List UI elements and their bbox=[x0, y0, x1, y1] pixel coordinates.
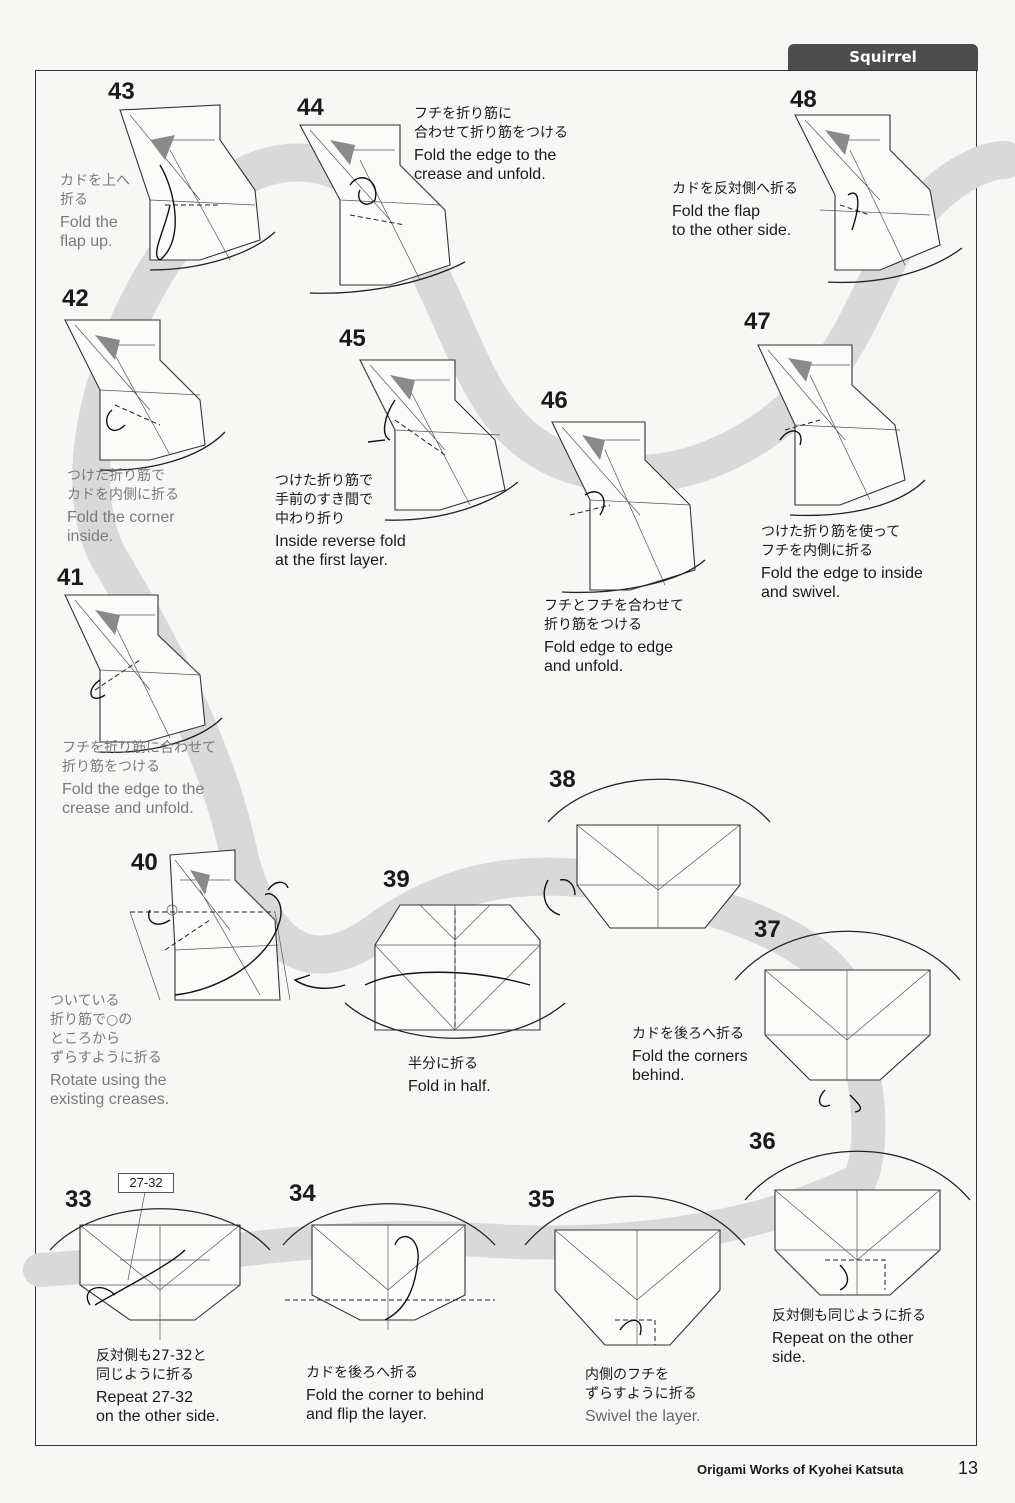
caption-35: 内側のフチを ずらすように折る Swivel the layer. bbox=[585, 1366, 755, 1426]
caption-46-jp: フチとフチを合わせて 折り筋をつける bbox=[544, 598, 684, 633]
caption-45: つけた折り筋で 手前のすき間で 中わり折り Inside reverse fol… bbox=[275, 472, 475, 570]
caption-33-en: Repeat 27-32 on the other side. bbox=[96, 1389, 220, 1425]
chapter-tab: Squirrel bbox=[788, 44, 978, 71]
caption-43-en: Fold the flap up. bbox=[60, 214, 118, 250]
diagram-step-34 bbox=[282, 1203, 496, 1330]
step-reference-box: 27-32 bbox=[118, 1173, 174, 1193]
caption-44: フチを折り筋に 合わせて折り筋をつける Fold the edge to the… bbox=[414, 105, 634, 184]
diagram-step-33 bbox=[49, 1191, 271, 1340]
caption-41-en: Fold the edge to the crease and unfold. bbox=[62, 781, 205, 817]
step-number-38: 38 bbox=[549, 766, 576, 793]
caption-39-jp: 半分に折る bbox=[408, 1056, 478, 1072]
caption-37-jp: カドを後ろへ折る bbox=[632, 1026, 744, 1042]
step-number-41: 41 bbox=[57, 564, 84, 591]
step-number-35: 35 bbox=[528, 1186, 555, 1213]
caption-34-jp: カドを後ろへ折る bbox=[306, 1365, 418, 1381]
caption-47-en: Fold the edge to inside and swivel. bbox=[761, 565, 923, 601]
caption-40-jp: ついている 折り筋で○の ところから ずらすように折る bbox=[50, 993, 162, 1066]
caption-48: カドを反対側へ折る Fold the flap to the other sid… bbox=[672, 180, 842, 240]
step-number-33: 33 bbox=[65, 1186, 92, 1213]
page-frame bbox=[35, 70, 977, 1446]
caption-45-jp: つけた折り筋で 手前のすき間で 中わり折り bbox=[275, 473, 373, 527]
caption-41-jp: フチを折り筋に合わせて 折り筋をつける bbox=[62, 740, 216, 775]
diagram-step-35 bbox=[524, 1195, 746, 1346]
step-number-36: 36 bbox=[749, 1128, 776, 1155]
diagram-step-48 bbox=[794, 114, 963, 284]
caption-34-en: Fold the corner to behind and flip the l… bbox=[306, 1387, 484, 1423]
caption-40: ついている 折り筋で○の ところから ずらすように折る Rotate using… bbox=[50, 992, 230, 1109]
diagram-step-39 bbox=[293, 904, 566, 1039]
step-number-40: 40 bbox=[131, 849, 158, 876]
diagram-step-44 bbox=[299, 124, 466, 294]
diagram-step-41 bbox=[64, 594, 223, 754]
step-number-43: 43 bbox=[108, 78, 135, 105]
diagram-step-38 bbox=[543, 778, 771, 929]
caption-43: カドを上へ 折る Fold the flap up. bbox=[60, 172, 170, 251]
caption-33: 反対側も27-32と 同じように折る Repeat 27-32 on the o… bbox=[96, 1347, 296, 1426]
diagram-step-36 bbox=[744, 1150, 971, 1296]
caption-46-en: Fold edge to edge and unfold. bbox=[544, 639, 673, 675]
step-number-45: 45 bbox=[339, 325, 366, 352]
caption-42-en: Fold the corner inside. bbox=[67, 509, 175, 545]
step-number-39: 39 bbox=[383, 866, 410, 893]
caption-36: 反対側も同じように折る Repeat on the other side. bbox=[772, 1307, 972, 1367]
caption-45-en: Inside reverse fold at the first layer. bbox=[275, 533, 406, 569]
book-title-footer: Origami Works of Kyohei Katsuta bbox=[697, 1462, 904, 1477]
step-number-37: 37 bbox=[754, 916, 781, 943]
caption-41: フチを折り筋に合わせて 折り筋をつける Fold the edge to the… bbox=[62, 739, 262, 818]
diagram-step-46 bbox=[551, 421, 706, 594]
diagram-step-42 bbox=[64, 319, 226, 471]
caption-36-en: Repeat on the other side. bbox=[772, 1330, 914, 1366]
caption-40-en: Rotate using the existing creases. bbox=[50, 1072, 170, 1108]
page-number: 13 bbox=[958, 1458, 979, 1478]
diagram-step-45 bbox=[359, 359, 519, 521]
caption-35-en: Swivel the layer. bbox=[585, 1408, 701, 1425]
caption-47-jp: つけた折り筋を使って フチを内側に折る bbox=[761, 524, 901, 559]
caption-44-en: Fold the edge to the crease and unfold. bbox=[414, 147, 557, 183]
caption-34: カドを後ろへ折る Fold the corner to behind and f… bbox=[306, 1364, 536, 1424]
caption-43-jp: カドを上へ 折る bbox=[60, 173, 130, 208]
caption-42: つけた折り筋で カドを内側に折る Fold the corner inside. bbox=[67, 467, 237, 546]
caption-39-en: Fold in half. bbox=[408, 1078, 491, 1095]
caption-37-en: Fold the corners behind. bbox=[632, 1048, 748, 1084]
caption-33-jp: 反対側も27-32と 同じように折る bbox=[96, 1348, 207, 1383]
diagram-step-43 bbox=[119, 104, 276, 271]
step-number-34: 34 bbox=[289, 1180, 316, 1207]
step-number-46: 46 bbox=[541, 387, 568, 414]
step-number-47: 47 bbox=[744, 308, 771, 335]
caption-36-jp: 反対側も同じように折る bbox=[772, 1308, 926, 1324]
caption-48-en: Fold the flap to the other side. bbox=[672, 203, 792, 239]
caption-46: フチとフチを合わせて 折り筋をつける Fold edge to edge and… bbox=[544, 597, 744, 676]
step-number-48: 48 bbox=[790, 86, 817, 113]
step-number-42: 42 bbox=[62, 285, 89, 312]
diagram-step-40 bbox=[129, 849, 291, 1001]
caption-47: つけた折り筋を使って フチを内側に折る Fold the edge to ins… bbox=[761, 523, 976, 602]
caption-48-jp: カドを反対側へ折る bbox=[672, 181, 798, 197]
caption-44-jp: フチを折り筋に 合わせて折り筋をつける bbox=[414, 106, 568, 141]
diagram-step-37 bbox=[734, 930, 961, 1113]
step-number-44: 44 bbox=[297, 94, 324, 121]
caption-39: 半分に折る Fold in half. bbox=[408, 1055, 548, 1096]
caption-35-jp: 内側のフチを ずらすように折る bbox=[585, 1367, 697, 1402]
diagram-step-47 bbox=[757, 344, 926, 517]
caption-42-jp: つけた折り筋で カドを内側に折る bbox=[67, 468, 179, 503]
caption-37: カドを後ろへ折る Fold the corners behind. bbox=[632, 1025, 802, 1085]
